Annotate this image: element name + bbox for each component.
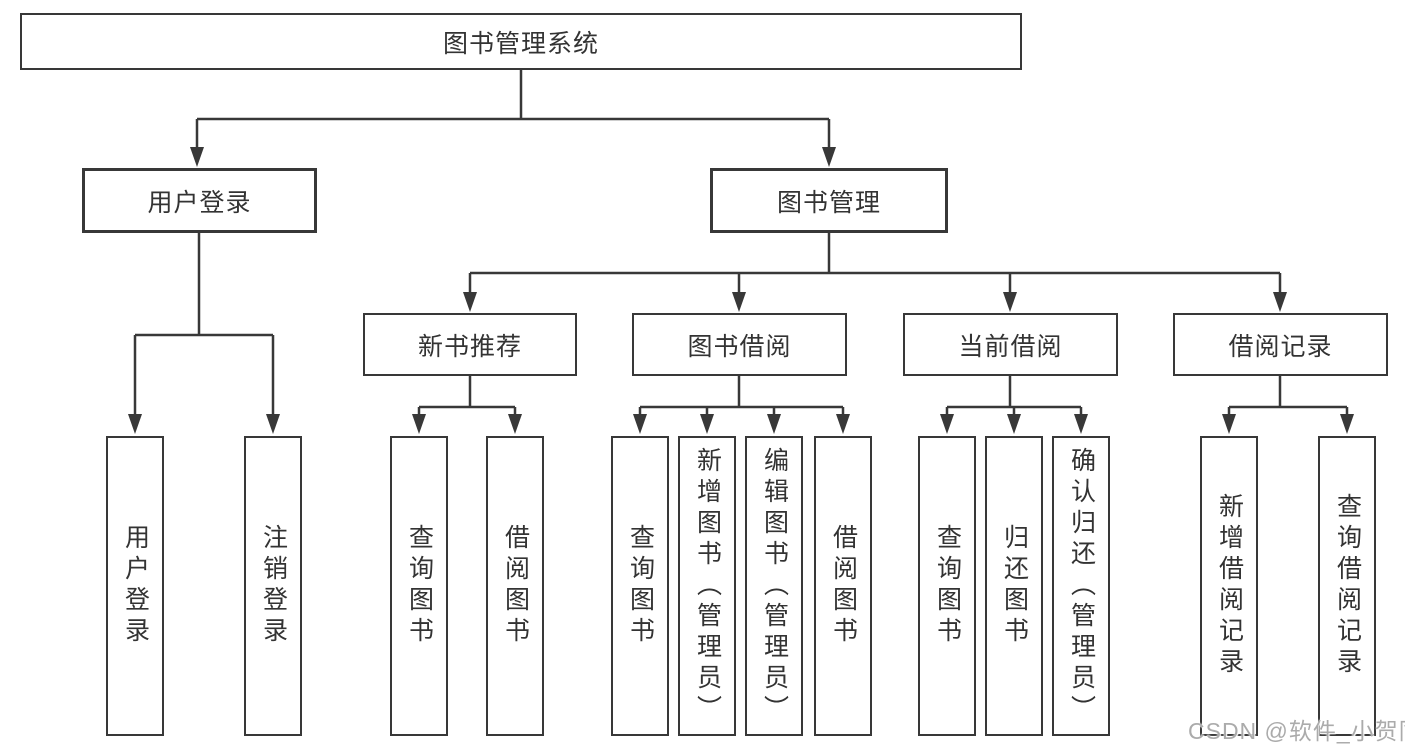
leaf-newbook-query-books: 查询图书 [390,436,448,736]
node-book-borrow: 图书借阅 [632,313,847,376]
leaf-logout: 注销登录 [244,436,302,736]
leaf-current-return-books: 归还图书 [985,436,1043,736]
leaf-records-query-record: 查询借阅记录 [1318,436,1376,736]
leaf-current-query-books: 查询图书 [918,436,976,736]
leaf-borrow-query-books: 查询图书 [611,436,669,736]
leaf-newbook-borrow-books: 借阅图书 [486,436,544,736]
arrowhead-icons [128,147,1354,434]
node-current-borrow: 当前借阅 [903,313,1118,376]
csdn-watermark: CSDN @软件_小贺同学 [1188,718,1405,744]
node-book-management: 图书管理 [710,168,948,233]
node-borrow-records: 借阅记录 [1173,313,1388,376]
node-new-book-recommend: 新书推荐 [363,313,577,376]
node-library-management-system: 图书管理系统 [20,13,1022,70]
node-user-login: 用户登录 [82,168,317,233]
leaf-borrow-add-books-admin: 新增图书（管理员） [678,436,736,736]
leaf-borrow-borrow-books: 借阅图书 [814,436,872,736]
leaf-current-confirm-return-admin: 确认归还（管理员） [1052,436,1110,736]
leaf-borrow-edit-books-admin: 编辑图书（管理员） [745,436,803,736]
leaf-records-add-record: 新增借阅记录 [1200,436,1258,736]
leaf-user-login: 用户登录 [106,436,164,736]
